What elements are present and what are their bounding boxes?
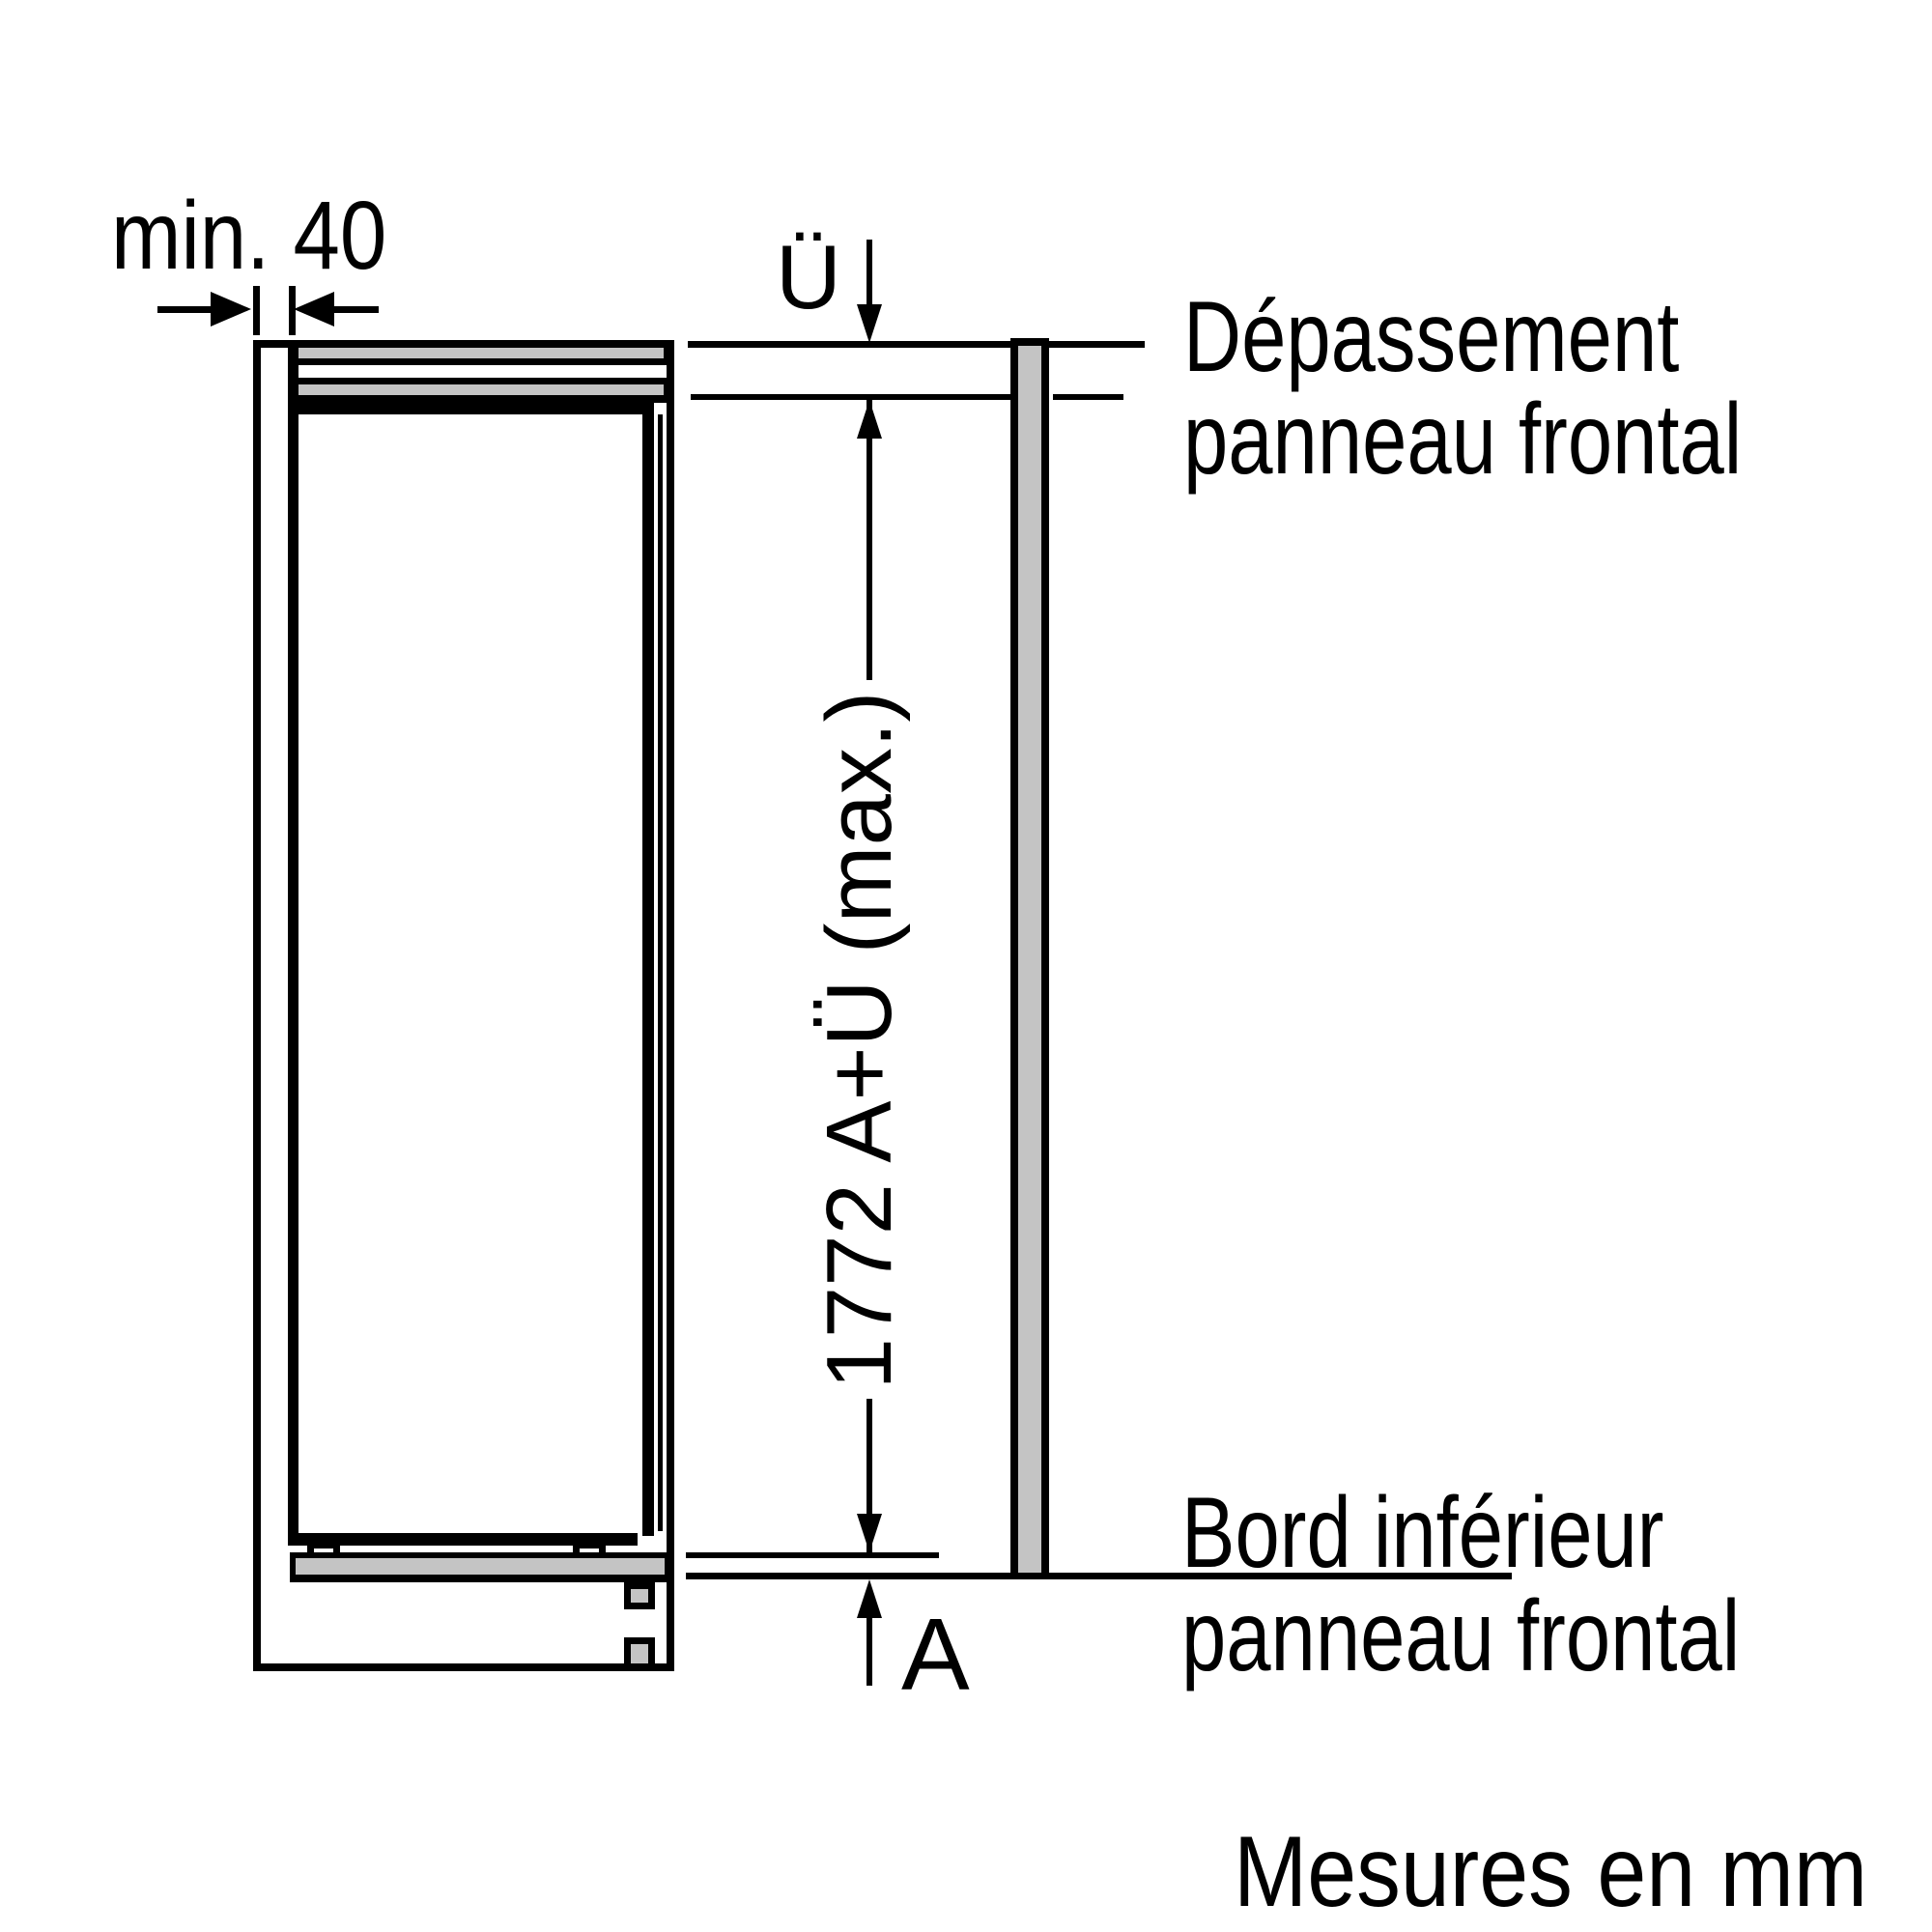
ref-line-panel-top xyxy=(688,341,1145,348)
u-dimension-arrow-line xyxy=(867,240,872,309)
top-overhang-symbol: Ü xyxy=(776,226,841,327)
height-dimension-line-upper xyxy=(867,400,872,680)
bottom-edge-note-line1: Bord inférieur xyxy=(1181,1477,1664,1589)
door-seal-line xyxy=(658,414,663,1531)
cabinet-left-wall xyxy=(253,340,261,1671)
height-dimension-arrow-bottom xyxy=(857,1514,882,1552)
min-gap-label: min. 40 xyxy=(111,182,387,290)
height-dimension-label: 1772 A+Ü (max.) xyxy=(808,691,912,1390)
appliance-rear-wall xyxy=(288,340,298,1546)
appliance-door-front-edge xyxy=(642,403,654,1536)
top-overhang-note-line2: panneau frontal xyxy=(1183,384,1743,496)
min-gap-arrow-right-tail xyxy=(334,306,379,313)
leveling-foot-upper xyxy=(624,1582,655,1609)
top-overhang-note: Dépassement panneau frontal xyxy=(1183,286,1742,491)
bottom-overhang-label: A xyxy=(901,1598,970,1712)
u-dimension-arrow-head xyxy=(857,304,882,343)
bottom-edge-note: Bord inférieur panneau frontal xyxy=(1181,1482,1740,1689)
cabinet-bottom-edge xyxy=(253,1663,674,1671)
top-overhang-note-line1: Dépassement xyxy=(1183,281,1680,393)
leveling-foot-lower xyxy=(624,1637,655,1670)
cabinet-front-edge xyxy=(667,340,674,1671)
height-dimension-line-lower xyxy=(867,1399,872,1553)
top-vent-strip-upper xyxy=(298,340,670,365)
top-vent-strip-lower xyxy=(298,378,670,403)
plinth-panel xyxy=(290,1552,670,1582)
min-gap-arrow-left-tail xyxy=(157,306,213,313)
a-dimension-arrow-line xyxy=(867,1613,872,1686)
ref-line-door-bottom xyxy=(686,1552,939,1558)
appliance-bottom xyxy=(293,1533,638,1546)
units-label: Mesures en mm xyxy=(1234,1816,1868,1928)
ref-line-panel-bottom xyxy=(686,1573,1512,1579)
min-gap-arrow-left-head xyxy=(211,292,251,327)
ref-line-door-top-right xyxy=(1053,394,1123,400)
a-dimension-arrow-head xyxy=(857,1579,882,1618)
bottom-edge-note-line2: panneau frontal xyxy=(1181,1580,1741,1692)
min-gap-tick-right xyxy=(289,286,296,335)
appliance-door-top xyxy=(298,403,654,414)
min-gap-tick-left xyxy=(253,286,260,335)
ref-line-door-top-left xyxy=(691,394,1010,400)
furniture-front-panel xyxy=(1010,338,1049,1578)
min-gap-arrow-right-head xyxy=(294,292,334,327)
